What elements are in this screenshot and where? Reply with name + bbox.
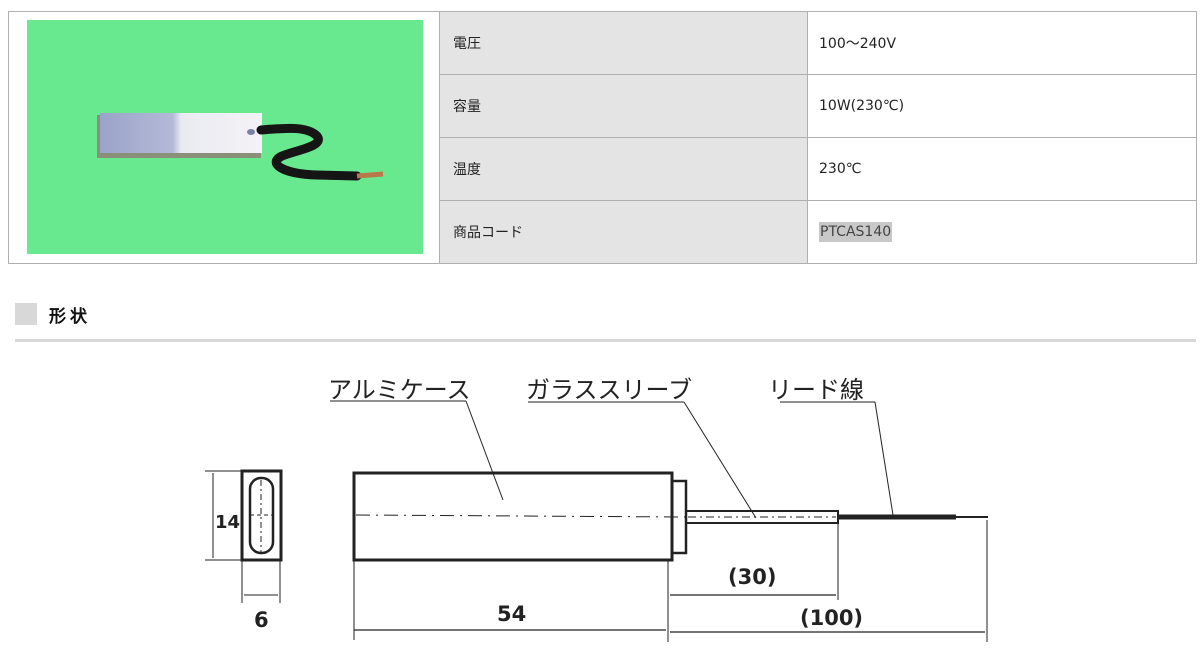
spec-row-product-code: 商品コード PTCAS140 bbox=[9, 200, 1197, 264]
label-aluminum-case: アルミケース bbox=[328, 376, 471, 404]
dim-height: 14 bbox=[215, 512, 241, 533]
spec-value: 10W(230℃) bbox=[807, 74, 1197, 138]
spec-row-capacity: 容量 10W(230℃) bbox=[9, 74, 1197, 138]
section-marker-icon bbox=[15, 303, 37, 325]
shape-diagram: アルミケース ガラススリーブ リード線 14 6 54 (30) (100) bbox=[190, 360, 1010, 660]
section-title: 形状 bbox=[49, 306, 91, 327]
spec-label: 電圧 bbox=[439, 11, 808, 75]
spec-row-voltage: 電圧 100～240V bbox=[8, 11, 1197, 264]
dim-length: 54 bbox=[497, 602, 527, 626]
section-heading: 形状 bbox=[15, 303, 91, 327]
spec-value: 230℃ bbox=[807, 137, 1197, 201]
spec-table: 電圧 100～240V 容量 10W(230℃) 温度 230℃ 商品コード P… bbox=[8, 11, 1197, 264]
spec-label: 商品コード bbox=[439, 200, 808, 264]
heater-product-photo-icon bbox=[97, 113, 384, 181]
dim-width: 6 bbox=[254, 608, 269, 632]
label-glass-sleeve: ガラススリーブ bbox=[526, 376, 693, 404]
label-lead-wire: リード線 bbox=[768, 376, 864, 404]
section-divider bbox=[15, 339, 1196, 342]
dim-sleeve: (30) bbox=[728, 565, 777, 589]
spec-label: 容量 bbox=[439, 74, 808, 138]
spec-value: 100～240V bbox=[807, 11, 1197, 75]
product-image-cell bbox=[8, 11, 440, 264]
product-photo bbox=[27, 20, 423, 254]
product-code[interactable]: PTCAS140 bbox=[819, 222, 893, 242]
technical-drawing-icon bbox=[205, 400, 988, 642]
spec-label: 温度 bbox=[439, 137, 808, 201]
spec-row-temperature: 温度 230℃ bbox=[9, 137, 1197, 201]
dim-lead: (100) bbox=[800, 606, 864, 630]
spec-value: PTCAS140 bbox=[807, 200, 1197, 264]
